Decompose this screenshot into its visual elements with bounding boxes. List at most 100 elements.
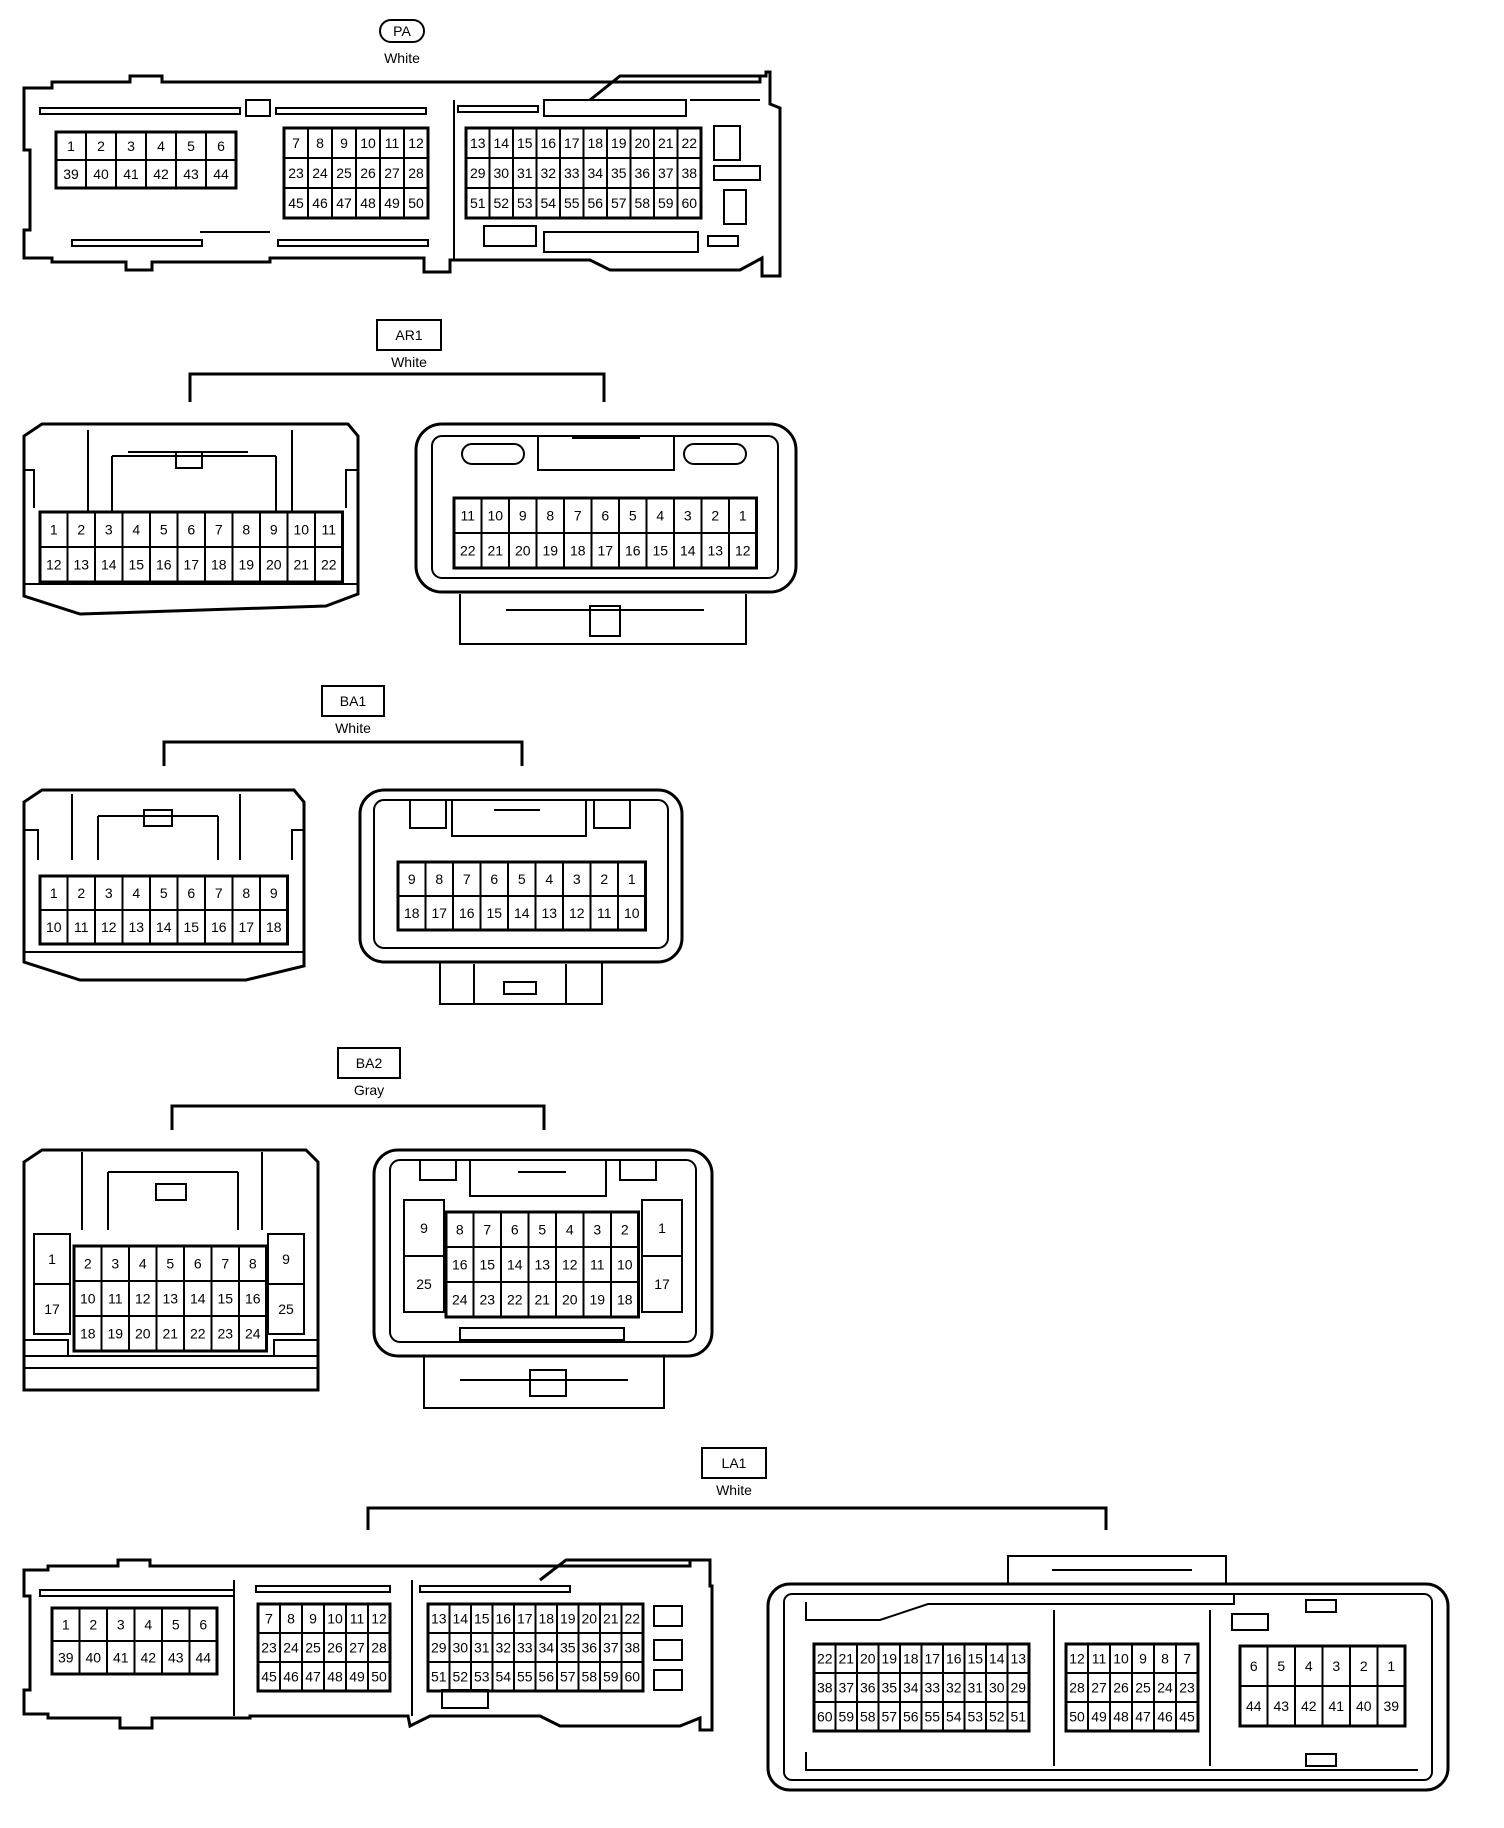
- pin-number-la1m-b3-29: 29: [431, 1640, 447, 1656]
- pin-number-la1f-b2-11: 11: [1092, 1651, 1107, 1667]
- pin-number-ar1f-22: 22: [460, 543, 476, 559]
- pin-number-ba1f-15: 15: [486, 905, 502, 921]
- ba2-bracket: [170, 1104, 546, 1130]
- pin-number-ar1f-16: 16: [625, 543, 641, 559]
- pin-number-ba1m-4: 4: [132, 885, 140, 901]
- pin-number-la1f-b1-58: 58: [860, 1709, 876, 1725]
- pin-number-ar1f-9: 9: [519, 508, 527, 524]
- la1-male-housing: [22, 1558, 714, 1732]
- pin-number-la1f-b3-3: 3: [1332, 1658, 1340, 1674]
- pin-number-ba2m-c-3: 3: [111, 1256, 119, 1272]
- pin-number-ba2f-c-21: 21: [534, 1292, 550, 1308]
- pin-number-ba2f-c-23: 23: [479, 1292, 495, 1308]
- pin-number-ba1f-6: 6: [490, 871, 498, 887]
- pin-number-la1m-b2-11: 11: [350, 1611, 365, 1627]
- pin-number-ba2f-c-14: 14: [507, 1257, 523, 1273]
- pin-number-ba2m-c-10: 10: [80, 1291, 96, 1307]
- pin-number-la1f-b1-60: 60: [817, 1709, 833, 1725]
- pin-cell: [259, 909, 289, 945]
- la1-bracket: [366, 1506, 1108, 1530]
- pin-number-ar1m-16: 16: [156, 557, 172, 573]
- pin-number-la1f-b1-19: 19: [881, 1651, 897, 1667]
- pin-number-ar1m-6: 6: [187, 522, 195, 538]
- pin-number-la1f-b2-47: 47: [1135, 1709, 1151, 1725]
- pin-number-pa-b1-3: 3: [127, 138, 135, 154]
- pin-number-ba1m-5: 5: [160, 885, 168, 901]
- pin-number-pa-b3-20: 20: [634, 135, 650, 151]
- pin-cell: [314, 546, 344, 583]
- pin-number-pa-b1-40: 40: [93, 166, 109, 182]
- pin-number-ba2f-c-11: 11: [590, 1257, 605, 1273]
- pin-number-la1f-b2-7: 7: [1183, 1651, 1191, 1667]
- pin-number-ba1m-11: 11: [74, 919, 89, 935]
- pin-number-la1f-b2-10: 10: [1113, 1651, 1129, 1667]
- pin-number-la1m-b3-52: 52: [452, 1669, 468, 1685]
- pin-number-la1f-b3-4: 4: [1305, 1658, 1313, 1674]
- pin-number-pa-b2-8: 8: [316, 135, 324, 151]
- pa-code-badge: [379, 19, 425, 43]
- pin-number-ba1f-3: 3: [573, 871, 581, 887]
- pin-number-pa-b3-16: 16: [540, 135, 556, 151]
- pin-cell: [238, 1315, 268, 1352]
- pin-number-ba2m-c-6: 6: [194, 1256, 202, 1272]
- pin-number-la1m-b2-28: 28: [371, 1640, 387, 1656]
- pin-number-la1m-b3-55: 55: [517, 1669, 533, 1685]
- pin-number-la1f-b1-57: 57: [881, 1709, 897, 1725]
- pin-number-ba2m-c-15: 15: [217, 1291, 233, 1307]
- pin-number-ba2f-l-25: 25: [416, 1276, 432, 1292]
- pin-number-pa-b1-2: 2: [97, 138, 105, 154]
- pin-number-ba2m-c-20: 20: [135, 1326, 151, 1342]
- pin-number-ba1m-17: 17: [238, 919, 254, 935]
- pin-number-ba1m-6: 6: [187, 885, 195, 901]
- ba1-color-label: White: [335, 720, 371, 736]
- pin-number-ba2f-c-12: 12: [562, 1257, 578, 1273]
- pin-number-pa-b1-42: 42: [153, 166, 169, 182]
- pin-number-ba2f-c-4: 4: [566, 1222, 574, 1238]
- pin-number-la1m-b2-8: 8: [287, 1611, 295, 1627]
- pin-number-pa-b2-10: 10: [360, 135, 376, 151]
- pin-number-la1m-b3-15: 15: [474, 1611, 490, 1627]
- ba1-code-badge: [321, 685, 385, 717]
- pin-number-pa-b1-43: 43: [183, 166, 199, 182]
- pin-cell: [617, 895, 647, 931]
- pin-number-la1m-b3-33: 33: [517, 1640, 533, 1656]
- pin-number-la1f-b1-59: 59: [838, 1709, 854, 1725]
- pin-number-la1m-b3-34: 34: [538, 1640, 554, 1656]
- pin-number-pa-b3-37: 37: [658, 165, 674, 181]
- pin-number-la1m-b1-41: 41: [113, 1650, 129, 1666]
- pin-number-la1f-b3-1: 1: [1387, 1658, 1395, 1674]
- pin-number-la1m-b1-6: 6: [199, 1617, 207, 1633]
- pin-number-pa-b1-6: 6: [217, 138, 225, 154]
- pin-number-ar1m-7: 7: [215, 522, 223, 538]
- pin-number-la1f-b1-32: 32: [946, 1680, 962, 1696]
- pin-number-ba2f-c-5: 5: [538, 1222, 546, 1238]
- pin-number-la1m-b2-7: 7: [265, 1611, 273, 1627]
- pin-number-la1m-b1-5: 5: [172, 1617, 180, 1633]
- pin-number-la1m-b2-48: 48: [327, 1669, 343, 1685]
- pin-number-ar1f-7: 7: [574, 508, 582, 524]
- pin-cell: [610, 1281, 640, 1318]
- pin-number-pa-b3-34: 34: [587, 165, 603, 181]
- la1-code-badge: [701, 1447, 767, 1479]
- pin-number-la1m-b1-43: 43: [168, 1650, 184, 1666]
- pin-number-ba2f-c-15: 15: [479, 1257, 495, 1273]
- pin-number-la1f-b1-52: 52: [989, 1709, 1005, 1725]
- pin-number-pa-b1-1: 1: [67, 138, 75, 154]
- pin-number-pa-b1-4: 4: [157, 138, 165, 154]
- pin-number-la1m-b1-39: 39: [58, 1650, 74, 1666]
- pin-number-la1f-b1-29: 29: [1010, 1680, 1026, 1696]
- pin-number-la1f-b2-48: 48: [1113, 1709, 1129, 1725]
- pin-cell: [367, 1661, 391, 1692]
- pin-number-pa-b2-26: 26: [360, 165, 376, 181]
- pin-number-ba2m-c-5: 5: [166, 1256, 174, 1272]
- pin-number-la1f-b1-18: 18: [903, 1651, 919, 1667]
- pin-number-ar1m-19: 19: [238, 557, 254, 573]
